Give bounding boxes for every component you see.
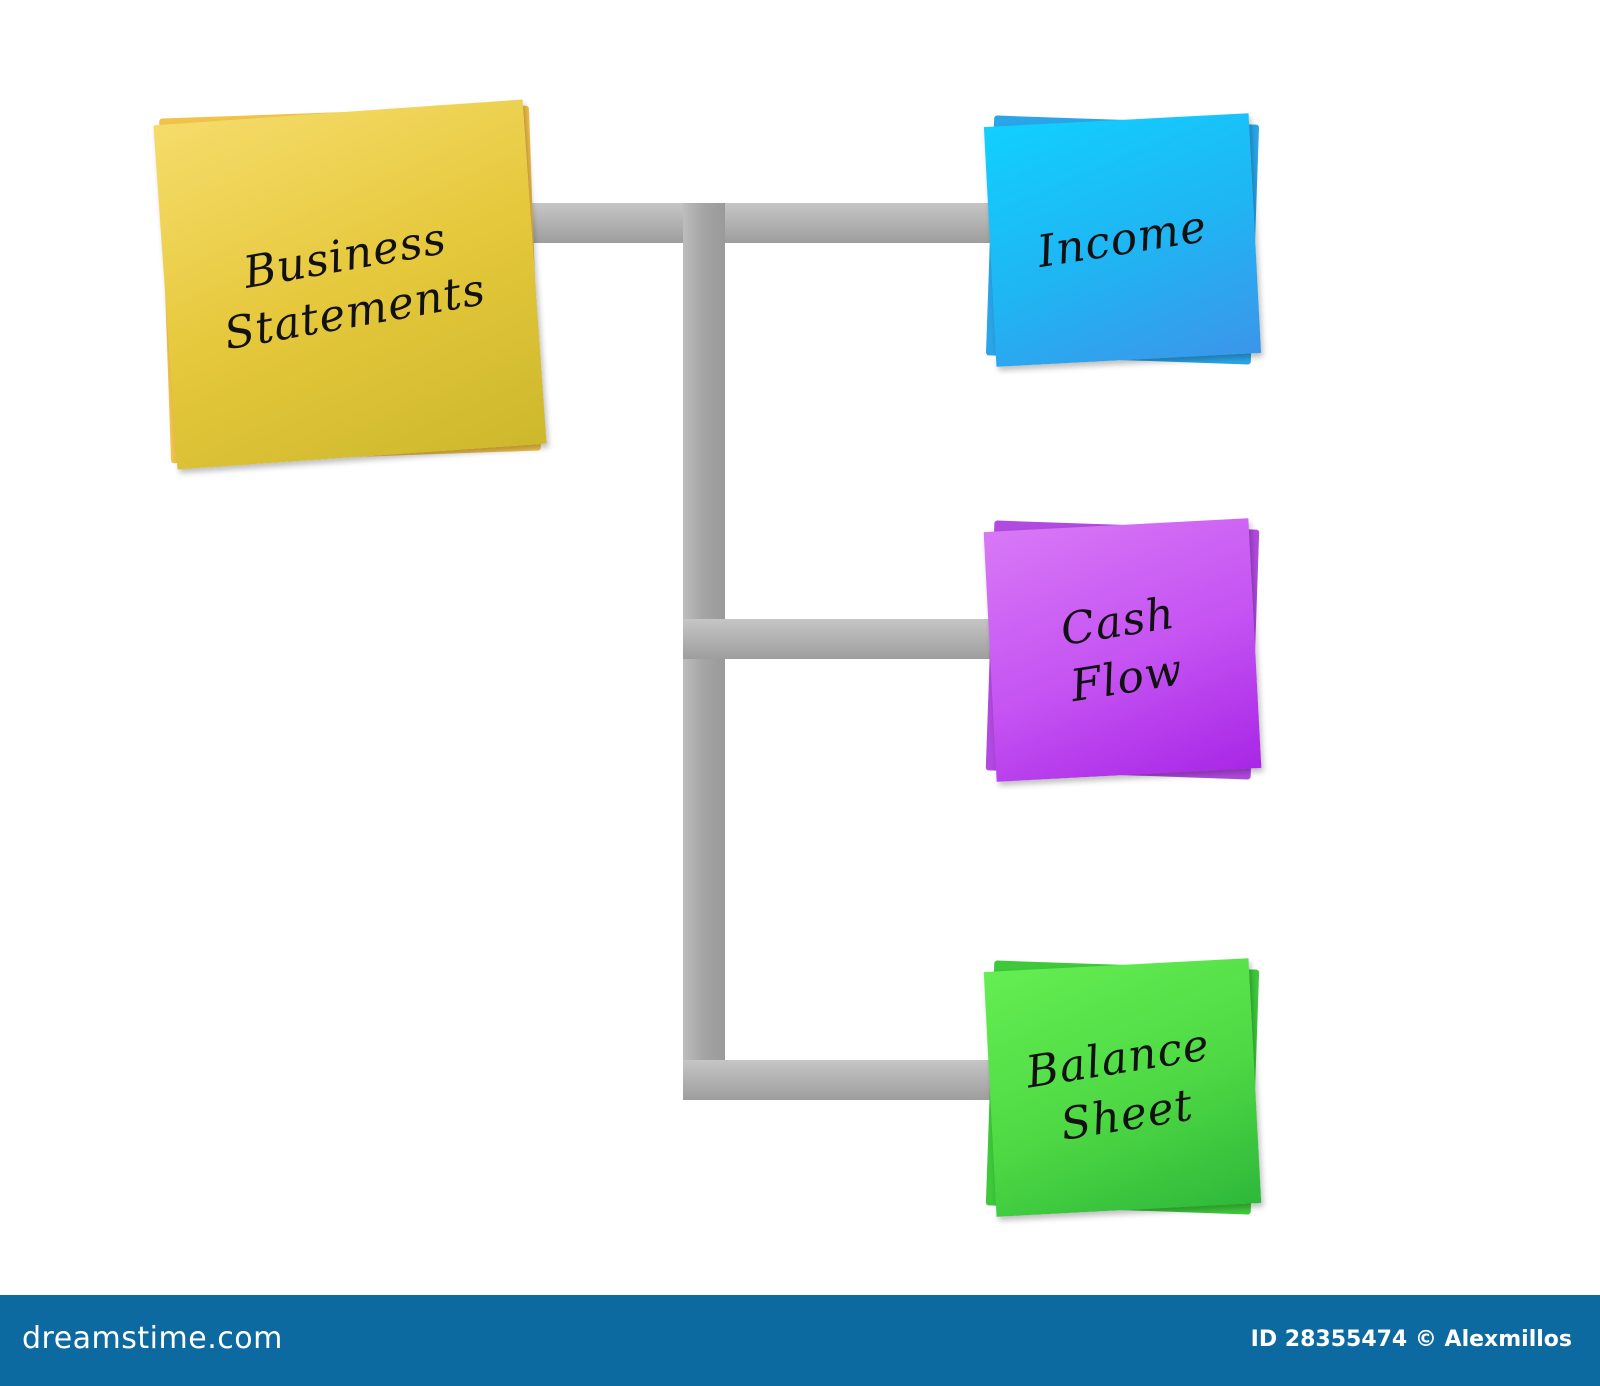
- connector-to-cash-flow: [683, 619, 1003, 659]
- income-label: Income: [1034, 201, 1211, 279]
- cash-flow-note: Cash Flow: [983, 518, 1262, 782]
- business-statements-note: Business Statements: [153, 99, 547, 470]
- image-credit: ID 28355474 © Alexmillos: [1250, 1327, 1572, 1352]
- balance-sheet-label: Balance Sheet: [1022, 1019, 1214, 1152]
- balance-sheet-note: Balance Sheet: [983, 958, 1262, 1217]
- connector-to-balance-sheet: [683, 1060, 1003, 1100]
- connector-root-to-trunk: [520, 203, 1000, 243]
- cash-flow-label: Cash Flow: [1057, 587, 1187, 713]
- business-statements-label: Business Statements: [220, 213, 490, 361]
- site-name[interactable]: dreamstime.com: [22, 1321, 283, 1356]
- footer-banner: dreamstime.com ID 28355474 © Alexmillos: [0, 1295, 1600, 1386]
- income-note: Income: [983, 113, 1262, 367]
- tree-diagram: Business Statements Income Cash Flow Bal…: [153, 99, 1262, 1217]
